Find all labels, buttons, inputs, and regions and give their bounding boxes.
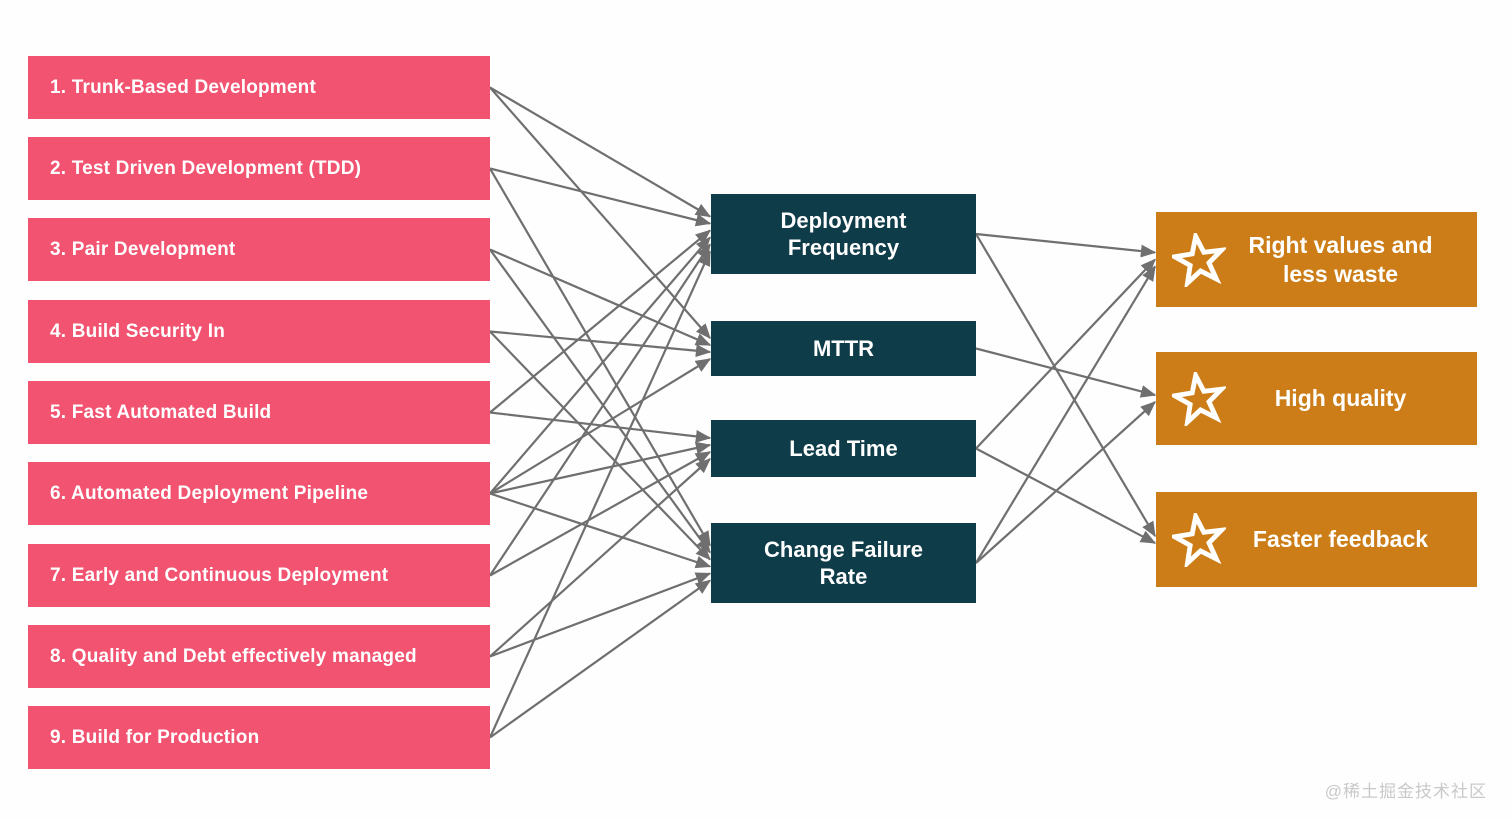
metric-label: Change Failure Rate [764,536,923,590]
metric-box-deployment-frequency: Deployment Frequency [711,194,976,274]
metric-box-mttr: MTTR [711,321,976,376]
practice-box-build-security-in: 4. Build Security In [28,300,490,363]
practice-label: 4. Build Security In [50,320,226,342]
metric-label: Lead Time [789,435,898,461]
practice-box-quality-debt-managed: 8. Quality and Debt effectively managed [28,625,490,688]
star-icon [1172,232,1226,287]
practice-label: 9. Build for Production [50,726,260,748]
watermark: @稀土掘金技术社区 [1324,782,1487,801]
practice-label: 7. Early and Continuous Deployment [50,564,389,586]
practice-label: 6. Automated Deployment Pipeline [50,482,369,504]
practice-label: 1. Trunk-Based Development [50,76,316,98]
practice-box-automated-deployment-pipeline: 6. Automated Deployment Pipeline [28,462,490,525]
star-icon [1172,371,1226,426]
practice-label: 8. Quality and Debt effectively managed [50,645,417,667]
practice-box-trunk-based-development: 1. Trunk-Based Development [28,56,490,119]
practice-box-pair-development: 3. Pair Development [28,218,490,281]
metric-label: Deployment Frequency [780,207,907,261]
outcome-box-faster-feedback: Faster feedback [1156,492,1477,587]
outcome-box-right-values-less-waste: Right values and less waste [1156,212,1477,307]
practice-box-build-for-production: 9. Build for Production [28,706,490,769]
practice-box-fast-automated-build: 5. Fast Automated Build [28,381,490,444]
outcome-label: Right values and less waste [1248,231,1433,287]
practice-label: 3. Pair Development [50,238,236,260]
outcome-label: High quality [1274,385,1407,412]
outcome-label: Faster feedback [1252,526,1429,553]
metric-box-lead-time: Lead Time [711,420,976,477]
outcome-box-high-quality: High quality [1156,352,1477,445]
metric-label: MTTR [812,335,875,361]
practice-label: 2. Test Driven Development (TDD) [50,157,362,179]
practice-box-early-continuous-deployment: 7. Early and Continuous Deployment [28,544,490,607]
practice-label: 5. Fast Automated Build [50,401,272,423]
star-icon [1172,512,1226,567]
metric-box-change-failure-rate: Change Failure Rate [711,523,976,603]
practice-box-test-driven-development: 2. Test Driven Development (TDD) [28,137,490,200]
